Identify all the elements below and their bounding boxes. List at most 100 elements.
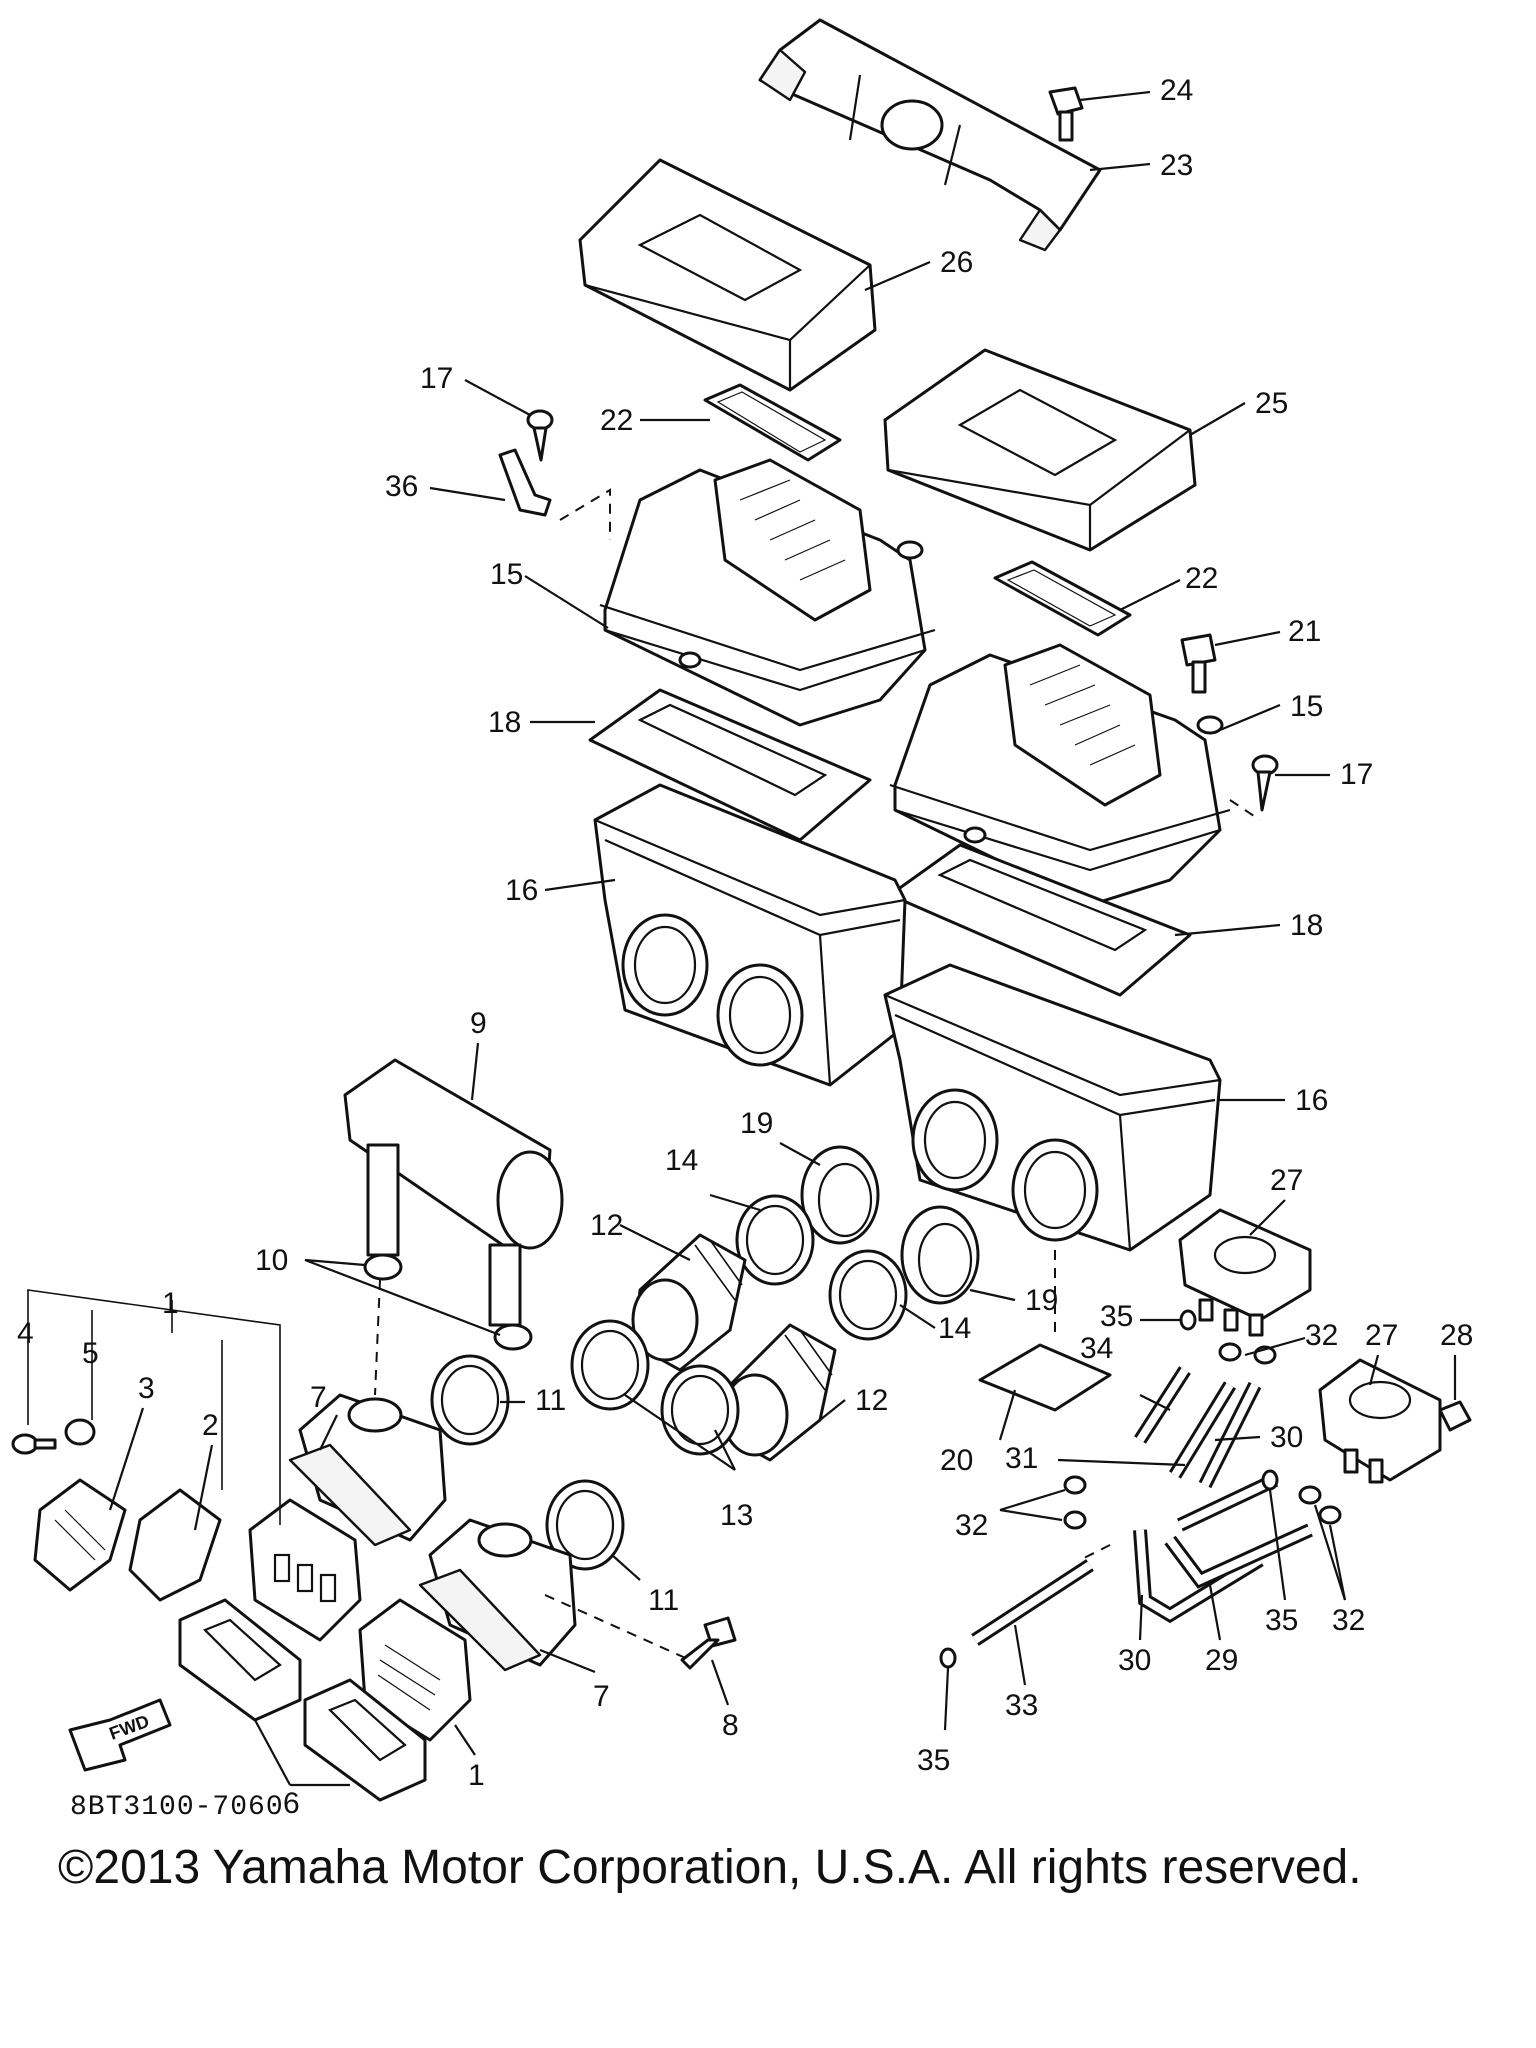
callout-32: 32 — [1305, 1319, 1338, 1352]
manifold-part-7-lower — [418, 1518, 577, 1672]
callout-7: 7 — [310, 1381, 327, 1414]
callout-12: 12 — [855, 1384, 888, 1417]
fwd-arrow-icon: FWD — [68, 1698, 172, 1772]
reed-stopper-part-3 — [33, 1478, 127, 1592]
callout-6: 6 — [283, 1787, 300, 1820]
callout-5: 5 — [82, 1337, 99, 1370]
box-cover-part-15-left — [599, 458, 936, 727]
ring-part-19-lower — [900, 1205, 980, 1305]
fuel-pump-part-27-lower — [1318, 1358, 1442, 1484]
nut-part-28 — [1438, 1400, 1472, 1432]
gasket-part-6-lower — [303, 1678, 427, 1802]
bolt-part-8 — [680, 1616, 737, 1670]
hose-part-30-lower — [1133, 1529, 1264, 1624]
callout-17: 17 — [420, 362, 453, 395]
callout-23: 23 — [1160, 149, 1193, 182]
callout-16: 16 — [505, 874, 538, 907]
callout-14: 14 — [938, 1312, 971, 1345]
filter-part-22-lower — [993, 560, 1132, 637]
gasket-part-18-lower — [888, 843, 1192, 997]
clip-part-10 — [363, 1253, 533, 1351]
clamp-part-13-right — [660, 1364, 740, 1456]
assembly-lines — [374, 488, 1261, 1661]
callout-11: 11 — [535, 1384, 566, 1417]
manifold-part-7-upper — [288, 1393, 447, 1547]
air-box-part-16-left — [593, 783, 907, 1087]
callout-16: 16 — [1295, 1084, 1328, 1117]
callout-13: 13 — [720, 1499, 753, 1532]
callout-35: 35 — [1100, 1300, 1133, 1333]
callout-17: 17 — [1340, 758, 1373, 791]
pad-part-20 — [978, 1343, 1112, 1412]
callout-9: 9 — [470, 1007, 487, 1040]
air-box-part-16-right — [883, 963, 1222, 1252]
callout-labels: 24 23 26 17 22 25 36 15 22 21 18 15 17 1… — [17, 74, 1473, 1820]
copyright-notice: ©2013 Yamaha Motor Corporation, U.S.A. A… — [58, 1841, 1362, 1894]
bolt-part-24 — [1048, 86, 1084, 142]
callout-24: 24 — [1160, 74, 1193, 107]
callout-29: 29 — [1205, 1644, 1238, 1677]
hose-part-29 — [1164, 1473, 1313, 1589]
clamp-part-14-upper — [735, 1194, 815, 1286]
callout-34: 34 — [1080, 1332, 1113, 1365]
callout-30: 30 — [1270, 1421, 1303, 1454]
foam-pad-part-26 — [578, 158, 877, 392]
callout-1: 1 — [162, 1287, 179, 1320]
callout-3: 3 — [138, 1372, 155, 1405]
callout-10: 10 — [255, 1244, 288, 1277]
callout-26: 26 — [940, 246, 973, 279]
callout-11: 11 — [648, 1584, 679, 1617]
callout-22: 22 — [1185, 562, 1218, 595]
fuel-pump-part-27-upper — [1178, 1208, 1312, 1337]
callout-30: 30 — [1118, 1644, 1151, 1677]
callout-32: 32 — [955, 1509, 988, 1542]
callout-21: 21 — [1288, 615, 1321, 648]
gasket-part-18-upper — [588, 688, 872, 842]
callout-27: 27 — [1270, 1164, 1303, 1197]
leader-lines — [27, 90, 1457, 1787]
callout-14: 14 — [665, 1144, 698, 1177]
callout-18: 18 — [1290, 909, 1323, 942]
callout-12: 12 — [590, 1209, 623, 1242]
callout-32: 32 — [1332, 1604, 1365, 1637]
screw-part-17-right — [1251, 754, 1279, 812]
screw-part-4 — [11, 1433, 57, 1455]
boot-part-12-lower — [721, 1323, 837, 1462]
hose-part-30-upper — [1198, 1381, 1262, 1489]
filter-part-22-upper — [703, 383, 842, 462]
bracket-part-23 — [758, 18, 1102, 252]
box-cover-part-15-right — [889, 643, 1231, 907]
ring-part-19-upper — [800, 1145, 880, 1245]
clamp-part-11-lower — [545, 1479, 625, 1571]
hose-part-31 — [1169, 1381, 1236, 1479]
callout-2: 2 — [202, 1409, 219, 1442]
callout-36: 36 — [385, 470, 418, 503]
callout-15: 15 — [490, 558, 523, 591]
callout-22: 22 — [600, 404, 633, 437]
clamp-part-14-lower — [828, 1249, 908, 1341]
callout-33: 33 — [1005, 1689, 1038, 1722]
bolt-part-21 — [1180, 633, 1217, 694]
callout-35: 35 — [1265, 1604, 1298, 1637]
callout-19: 19 — [1025, 1284, 1058, 1317]
clamp-part-11-upper — [430, 1354, 510, 1446]
hose-part-33 — [971, 1559, 1094, 1646]
foam-pad-part-25 — [883, 348, 1197, 552]
callout-28: 28 — [1440, 1319, 1473, 1352]
boot-part-12-upper — [631, 1233, 747, 1372]
clamp-part-13-left — [570, 1319, 650, 1411]
diagram-code: 8BT3100-7060 — [70, 1792, 284, 1823]
callout-35: 35 — [917, 1744, 950, 1777]
callout-18: 18 — [488, 706, 521, 739]
reed-valve-part-1-upper — [248, 1498, 362, 1642]
washer-part-5 — [64, 1418, 96, 1446]
silencer-part-9 — [343, 1058, 564, 1327]
reed-petal-part-2 — [128, 1488, 222, 1602]
clip-part-35-group — [939, 1309, 1279, 1669]
callout-31: 31 — [1005, 1442, 1038, 1475]
callout-25: 25 — [1255, 387, 1288, 420]
callout-7: 7 — [593, 1680, 610, 1713]
callout-4: 4 — [17, 1317, 34, 1350]
